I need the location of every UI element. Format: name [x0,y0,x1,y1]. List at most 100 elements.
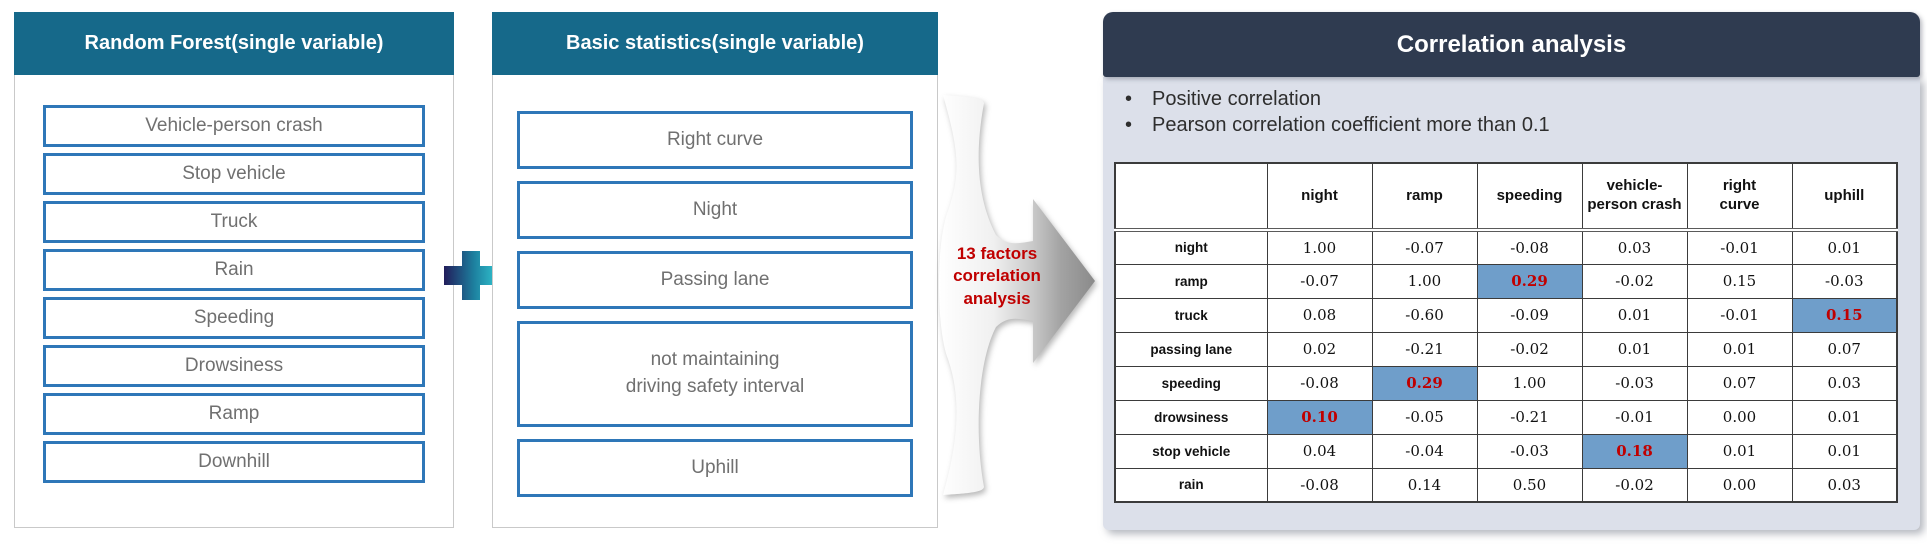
factor-label: Drowsiness [184,354,284,376]
factor-box: Vehicle-person crash [43,105,425,147]
correlation-cell-highlighted: 0.10 [1266,399,1373,435]
correlation-cell: -0.02 [1581,467,1688,503]
factor-label: Uphill [691,456,739,478]
factor-box: Drowsiness [43,345,425,387]
factor-label: Night [692,198,738,220]
basic-statistics-header: Basic statistics(single variable) [492,12,938,75]
correlation-cell: -0.01 [1581,399,1688,435]
correlation-cell: 0.04 [1266,433,1373,469]
plus-icon [444,251,498,300]
factor-box: Downhill [43,441,425,483]
correlation-cell: -0.05 [1371,399,1478,435]
bullet-item: Positive correlation [1123,86,1920,112]
factor-box: Passing lane [517,251,913,309]
column-header: vehicle- person crash [1581,162,1688,231]
correlation-cell: 0.00 [1686,399,1793,435]
correlation-cell-highlighted: 0.29 [1371,365,1478,401]
correlation-cell: 0.03 [1791,467,1898,503]
correlation-cell: 0.01 [1581,297,1688,333]
corner-cell [1114,162,1268,231]
factor-box: Stop vehicle [43,153,425,195]
row-header: drowsiness [1114,399,1268,435]
factor-label: Right curve [666,128,764,150]
correlation-cell: 0.01 [1686,433,1793,469]
factor-box: Night [517,181,913,239]
column-header: night [1266,162,1373,231]
random-forest-header: Random Forest(single variable) [14,12,454,75]
correlation-cell: -0.02 [1581,263,1688,299]
factor-label: Truck [210,210,258,232]
correlation-cell: -0.07 [1266,263,1373,299]
correlation-cell: -0.21 [1371,331,1478,367]
factor-box: Speeding [43,297,425,339]
correlation-cell: -0.03 [1791,263,1898,299]
row-header: ramp [1114,263,1268,299]
correlation-cell: 0.15 [1686,263,1793,299]
correlation-panel: Correlation analysis Positive correlatio… [1103,12,1920,530]
correlation-cell: 1.00 [1371,263,1478,299]
row-header: passing lane [1114,331,1268,367]
row-header: truck [1114,297,1268,333]
correlation-cell: 0.03 [1581,228,1688,265]
arrow-caption: 13 factors correlation analysis [953,244,1041,308]
correlation-cell-highlighted: 0.18 [1581,433,1688,469]
factor-label: Rain [214,258,254,280]
correlation-cell: -0.01 [1686,297,1793,333]
correlation-cell-highlighted: 0.29 [1476,263,1583,299]
correlation-cell-highlighted: 0.15 [1791,297,1898,333]
factor-label: Stop vehicle [182,162,286,184]
correlation-cell: 1.00 [1266,228,1373,265]
correlation-cell: 0.02 [1266,331,1373,367]
factor-box: Rain [43,249,425,291]
correlation-cell: 0.03 [1791,365,1898,401]
row-header: night [1114,228,1268,265]
row-header: speeding [1114,365,1268,401]
correlation-header: Correlation analysis [1103,12,1920,77]
correlation-cell: -0.03 [1476,433,1583,469]
factor-box: Right curve [517,111,913,169]
column-header: ramp [1371,162,1478,231]
factor-label: not maintaining driving safety interval [625,349,805,397]
correlation-cell: 0.50 [1476,467,1583,503]
random-forest-panel: Random Forest(single variable) Vehicle-p… [14,12,454,528]
column-header: uphill [1791,162,1898,231]
factor-box: Ramp [43,393,425,435]
correlation-cell: 1.00 [1476,365,1583,401]
correlation-cell: 0.07 [1686,365,1793,401]
factor-label: Vehicle-person crash [145,114,323,136]
correlation-cell: -0.09 [1476,297,1583,333]
factor-box: Truck [43,201,425,243]
bullet-list: Positive correlation Pearson correlation… [1123,86,1920,138]
merge-arrow-shape [939,95,1095,495]
correlation-cell: -0.08 [1266,365,1373,401]
basic-statistics-panel: Basic statistics(single variable) Right … [492,12,938,528]
correlation-cell: -0.08 [1266,467,1373,503]
bullet-item: Pearson correlation coefficient more tha… [1123,112,1920,138]
factor-box: Uphill [517,439,913,497]
factor-label: Speeding [193,306,275,328]
correlation-cell: -0.08 [1476,228,1583,265]
correlation-cell: -0.21 [1476,399,1583,435]
correlation-cell: -0.07 [1371,228,1478,265]
plus-icon-shape [444,251,498,300]
row-header: stop vehicle [1114,433,1268,469]
correlation-cell: -0.01 [1686,228,1793,265]
correlation-cell: 0.07 [1791,331,1898,367]
factor-box: not maintaining driving safety interval [517,321,913,427]
column-header: right curve [1686,162,1793,231]
correlation-cell: -0.60 [1371,297,1478,333]
factor-label: Downhill [198,450,270,472]
correlation-cell: -0.03 [1581,365,1688,401]
